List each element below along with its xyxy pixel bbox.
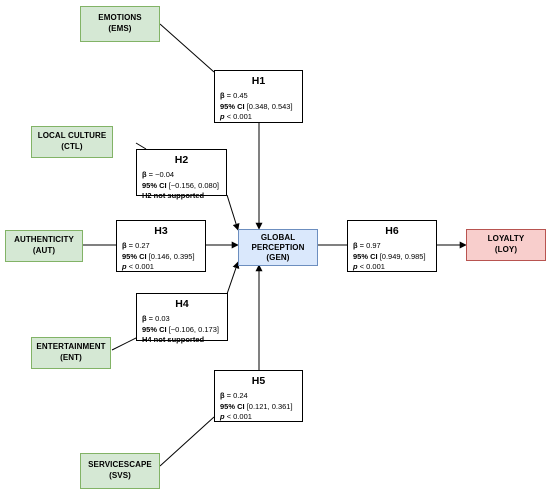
construct-emotions-code: (EMS) [108, 24, 132, 33]
construct-servicescape-code: (SVS) [109, 471, 131, 480]
construct-servicescape-name: SERVICESCAPE [88, 460, 152, 470]
hypothesis-h5-title: H5 [251, 375, 266, 387]
hypothesis-h2-ci: [−0.156, 0.080] [166, 180, 219, 190]
hypothesis-h3-beta: = 0.27 [126, 240, 150, 250]
ci-label: 95% CI [142, 180, 167, 190]
construct-global-perception: GLOBAL PERCEPTION (GEN) [238, 229, 318, 266]
ci-label: 95% CI [220, 401, 245, 411]
ci-label: 95% CI [220, 101, 245, 111]
beta-symbol: β [142, 169, 147, 179]
hypothesis-h3-title: H3 [154, 225, 168, 237]
hypothesis-h5-beta: = 0.24 [224, 390, 248, 400]
edge-h4-gen [226, 261, 240, 295]
edge-svs-h5 [159, 416, 215, 467]
hypothesis-h1-ci: [0.348, 0.543] [244, 101, 293, 111]
construct-local-culture-code: (CTL) [61, 142, 83, 151]
hypothesis-h4: H4 β = 0.03 95% CI [−0.106, 0.173] H4 no… [136, 293, 228, 344]
hypothesis-h1: H1 β = 0.45 95% CI [0.348, 0.543] p < 0.… [214, 70, 303, 123]
edge-ctl-h2 [135, 142, 147, 150]
hypothesis-h2-beta: = −0.04 [146, 169, 175, 179]
hypothesis-h1-title: H1 [251, 75, 266, 87]
hypothesis-h4-note: H4 not supported [142, 335, 205, 345]
hypothesis-h1-p: < 0.001 [224, 112, 252, 122]
construct-loyalty-code: (LOY) [494, 245, 518, 254]
hypothesis-h6-p: < 0.001 [357, 262, 385, 272]
construct-global-perception-name-line1: GLOBAL [260, 232, 296, 242]
hypothesis-h2: H2 β = −0.04 95% CI [−0.156, 0.080] H2 n… [136, 149, 227, 200]
ci-label: 95% CI [122, 251, 147, 261]
p-label: p [220, 112, 225, 122]
p-label: p [122, 262, 127, 272]
hypothesis-h4-beta: = 0.03 [146, 313, 170, 323]
construct-global-perception-code: (GEN) [266, 252, 290, 262]
construct-emotions-name: EMOTIONS [98, 13, 142, 23]
construct-loyalty: LOYALTY (LOY) [466, 229, 546, 261]
p-label: p [353, 262, 358, 272]
construct-emotions: EMOTIONS (EMS) [80, 6, 160, 42]
hypothesis-h6-ci: [0.949, 0.985] [377, 251, 426, 261]
hypothesis-h1-beta: = 0.45 [224, 90, 248, 100]
construct-authenticity-name: AUTHENTICITY [14, 235, 74, 245]
beta-symbol: β [220, 390, 225, 400]
construct-entertainment-name: ENTERTAINMENT [36, 342, 106, 352]
hypothesis-h6-title: H6 [385, 225, 399, 237]
beta-symbol: β [142, 313, 147, 323]
hypothesis-h4-title: H4 [175, 298, 189, 310]
hypothesis-h2-title: H2 [174, 154, 189, 166]
construct-global-perception-name-line2: PERCEPTION [251, 242, 305, 252]
hypothesis-h6-beta: = 0.97 [357, 240, 381, 250]
construct-local-culture-name: LOCAL CULTURE [37, 131, 107, 141]
hypothesis-h4-ci: [−0.106, 0.173] [166, 324, 219, 334]
hypothesis-h5: H5 β = 0.24 95% CI [0.121, 0.361] p < 0.… [214, 370, 303, 422]
hypothesis-h3: H3 β = 0.27 95% CI [0.146, 0.395] p < 0.… [116, 220, 206, 272]
beta-symbol: β [220, 90, 225, 100]
ci-label: 95% CI [142, 324, 167, 334]
beta-symbol: β [122, 240, 127, 250]
hypothesis-h3-ci: [0.146, 0.395] [146, 251, 195, 261]
construct-servicescape: SERVICESCAPE (SVS) [80, 453, 160, 489]
edge-ems-h1 [159, 23, 215, 73]
hypothesis-h2-note: H2 not supported [142, 191, 205, 201]
construct-local-culture: LOCAL CULTURE (CTL) [31, 126, 113, 158]
hypothesis-h5-p: < 0.001 [224, 412, 252, 422]
p-label: p [220, 412, 225, 422]
hypothesis-h3-p: < 0.001 [126, 262, 154, 272]
construct-entertainment-code: (ENT) [60, 353, 82, 362]
construct-authenticity: AUTHENTICITY (AUT) [5, 230, 83, 262]
construct-loyalty-name: LOYALTY [487, 234, 525, 244]
beta-symbol: β [353, 240, 358, 250]
construct-authenticity-code: (AUT) [32, 246, 56, 255]
ci-label: 95% CI [353, 251, 378, 261]
edge-h2-gen [226, 194, 240, 231]
construct-entertainment: ENTERTAINMENT (ENT) [31, 337, 111, 369]
hypothesis-h6: H6 β = 0.97 95% CI [0.949, 0.985] p < 0.… [347, 220, 437, 272]
hypothesis-h5-ci: [0.121, 0.361] [244, 401, 293, 411]
